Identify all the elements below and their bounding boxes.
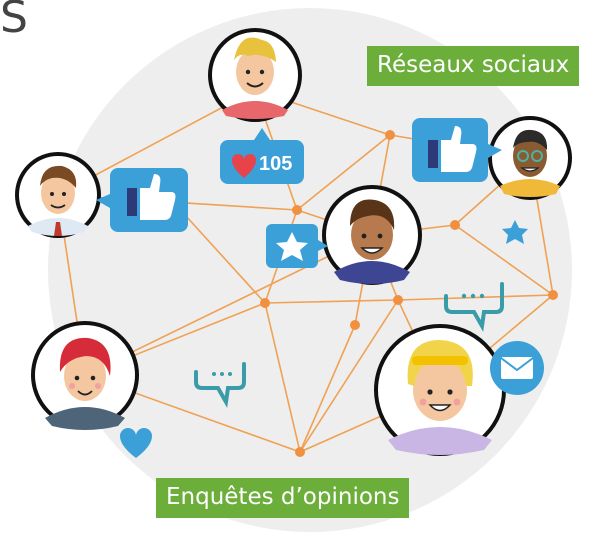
heart-icon [232,154,256,178]
star-icon [276,232,308,261]
mail-icon [490,341,544,395]
corner-letter: S [0,0,28,43]
label-social-networks: Réseaux sociaux [367,46,580,86]
star-icon [502,220,528,244]
like-counter: 105 [220,128,304,184]
like-count: 105 [259,153,292,175]
avatar-top [208,28,302,122]
chat-icon [194,362,246,409]
backdrop-circle [48,8,572,532]
avatar-lower-left [31,321,139,430]
label-opinion-surveys: Enquêtes d’opinions [156,478,410,518]
avatar-center [322,185,422,285]
avatar-left [15,152,101,238]
chat-icon [444,282,504,333]
thumbs-up-icon [412,118,502,182]
star-bubble [266,224,328,268]
thumbs-up-icon [96,168,188,232]
network-nodes [260,130,558,457]
avatar-right [488,116,572,200]
heart-icon [120,428,152,458]
avatar-lower-right [374,324,506,456]
